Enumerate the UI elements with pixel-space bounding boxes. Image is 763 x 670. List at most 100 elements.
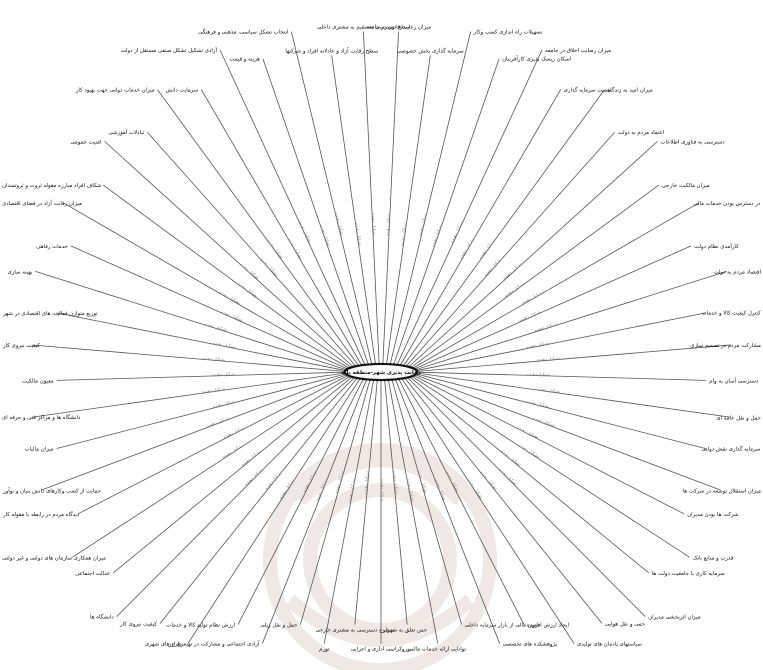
spoke-line xyxy=(237,378,364,625)
node-label[interactable]: کیفیت نیروی کار xyxy=(2,342,40,349)
center-node-shape[interactable] xyxy=(344,363,418,381)
node-label[interactable]: دیدگاه مردم در رابطه با مقوله کار xyxy=(2,511,80,518)
node-label[interactable]: هزینه و قیمت xyxy=(229,57,260,63)
node-label[interactable]: حمی و نقل هوایی xyxy=(605,621,645,627)
spoke-line xyxy=(416,372,731,418)
node-label[interactable]: شکاف افراد مبارزه مقوله ثروت و ثروتمندان xyxy=(2,182,102,189)
relation-label: تشکیل دهنده xyxy=(405,478,416,503)
node-label[interactable]: آزادی تشکیل تشکل صنفی مستقل از دولت xyxy=(121,47,218,54)
relation-label: تشکیل دهنده xyxy=(370,213,377,237)
relation-label: تشکیل دهنده xyxy=(240,448,263,467)
relation-label: تشکیل دهنده xyxy=(204,321,229,333)
node-label[interactable]: دسترسی آسان به وام xyxy=(709,377,759,384)
node-label[interactable]: میزان رقابت آزاد در فضای اقتصادی xyxy=(2,200,82,207)
node-label[interactable]: نرخ ارز xyxy=(168,642,186,648)
node-label[interactable]: سطوح دسترسی به مشتری خارجی xyxy=(315,628,394,634)
node-label[interactable]: میزان خدمات دولتی جهت بهبود کار xyxy=(75,87,155,94)
node-label[interactable]: سرمایه گذاری نقش دولتی xyxy=(701,446,761,453)
spoke-line xyxy=(299,379,371,625)
node-label[interactable]: میزان اثربخشی مدیران xyxy=(648,615,700,621)
spoke-line xyxy=(415,271,727,371)
relation-label: تشکیل دهنده xyxy=(353,222,363,247)
relation-label: تشکیل دهنده xyxy=(363,470,371,495)
node-label[interactable]: شرکت ها بودن مدیران xyxy=(687,511,739,518)
node-label[interactable]: عدالت اجتماعی xyxy=(75,571,110,577)
node-label[interactable]: تسهیلات راه اندازی کسب وکار xyxy=(473,29,543,36)
spoke-line xyxy=(416,344,731,372)
node-label[interactable]: پژوهشکده های تخصصی xyxy=(503,641,558,648)
node-label[interactable]: کنترل کیفیت کالا و خدمات xyxy=(702,310,761,317)
node-label[interactable]: سرمایه گذاری بخش خصوصی xyxy=(397,47,464,54)
relation-label: تشکیل دهنده xyxy=(500,449,523,468)
spoke-line xyxy=(262,58,369,365)
node-label[interactable]: دسترسی به فناوری اطلاعات xyxy=(660,139,725,145)
relation-label: تشکیل دهنده xyxy=(497,467,519,488)
node-label[interactable]: حمایت از کسب وکارهای دانش بنیان و نوآور xyxy=(2,487,101,494)
node-label[interactable]: معیون مالکیت xyxy=(22,377,54,384)
node-label[interactable]: سرمایت دانش xyxy=(166,88,199,94)
spoke-line xyxy=(159,377,358,624)
relation-label: تشکیل دهنده xyxy=(503,281,526,299)
spoke-line xyxy=(415,373,707,450)
relation-label: تشکیل دهنده xyxy=(259,257,280,278)
relation-label: تشکیل دهنده xyxy=(212,371,236,378)
node-label[interactable]: کارآمدی نظام دولت xyxy=(694,243,739,250)
node-label[interactable]: اسکان ریسک پذیری کارآفرینان xyxy=(502,56,571,63)
node-label[interactable]: خدمات رفاهی xyxy=(36,244,68,250)
node-label[interactable]: تورم xyxy=(319,647,330,653)
node-label[interactable]: میزان استقلال توسعه در شرکت ها xyxy=(683,487,761,494)
node-label[interactable]: سطح رقابت آزاد و عادلانه افراد و شرکتها xyxy=(285,47,378,54)
node-label[interactable]: دانشگاه ها و مراکز فنی و حرفه ای xyxy=(2,414,81,421)
relation-label: تشکیل دهنده xyxy=(417,212,429,237)
node-label[interactable]: دانشگاه ها xyxy=(90,614,114,621)
relation-label: تشکیل دهنده xyxy=(478,470,498,492)
relation-label: تشکیل دهنده xyxy=(391,471,399,496)
spoke-line xyxy=(413,375,685,515)
node-label[interactable]: میزان مالیات xyxy=(24,447,53,453)
node-label[interactable]: سیاستهای پادمان های تولیدی xyxy=(577,642,642,648)
node-labels: میزان رعایت قانون در جامعه سرمایه گذاری ب… xyxy=(2,25,761,653)
relation-label: تشکیل دهنده xyxy=(221,442,245,460)
relation-label: تشکیل دهنده xyxy=(218,290,242,307)
node-label[interactable]: بهینه سازی xyxy=(8,269,33,275)
node-label[interactable]: اعتماد مردم به دولت xyxy=(618,130,665,136)
node-label[interactable]: حمل و نقل عامه ای xyxy=(716,415,761,421)
node-label[interactable]: امنیت عمومی xyxy=(70,139,101,145)
relation-label: تشکیل دهنده xyxy=(517,443,541,461)
node-label[interactable]: تامین مالی از بازار سرمایه داخلی xyxy=(465,623,540,629)
node-label[interactable]: در دسترس بودن خدمات مالی xyxy=(693,201,761,207)
relation-label: تشکیل دهنده xyxy=(206,415,231,429)
node-label[interactable]: سطح دسترسی مستقیم به مشتری داخلی xyxy=(317,25,411,31)
node-label[interactable]: کیفیت نیروی کار xyxy=(119,620,157,627)
spoke-line xyxy=(387,379,439,644)
node-label[interactable]: سرمایه کاری با جامعیت دولت ها xyxy=(652,570,725,577)
spoke-line xyxy=(200,89,363,366)
node-label[interactable]: مشارکت مردم در تصمیم سازی xyxy=(690,342,761,349)
spoke-line xyxy=(416,371,707,381)
node-label[interactable]: میزان رضایت اخلاق در جامعه xyxy=(545,48,611,54)
node-label[interactable]: آزادی اجتماعی و مشارکت در تهیه طرح های ش… xyxy=(145,641,260,648)
node-label[interactable]: میزان امید به زندگی xyxy=(607,87,652,94)
node-label[interactable]: قدرت و منابع بانک xyxy=(693,554,734,561)
node-label[interactable]: بوروکراسی اداری و اجرایی xyxy=(351,646,412,653)
relation-label: تشکیل دهنده xyxy=(202,355,226,363)
node-label[interactable]: تبادلات آموزشی xyxy=(109,129,145,136)
node-label[interactable]: میزان همکاری سازمان های دولتی و غیر دولت… xyxy=(2,554,106,561)
node-label[interactable]: حس تعلق به شهر xyxy=(386,628,427,634)
node-label[interactable]: اهمیت سرمایه گذاری xyxy=(564,87,612,94)
center-node[interactable]: رقابت پذیری شهر-منطقه پایه xyxy=(341,363,421,381)
node-label[interactable]: ایجاد ارزش افزوده xyxy=(527,623,569,629)
node-label[interactable]: حمل و نقل ریلی xyxy=(260,623,297,629)
spoke-line xyxy=(56,312,346,371)
node-label[interactable]: توزیع متوازن فعالیت های اقتصادی در شهر xyxy=(2,311,98,317)
node-label[interactable]: انتخاب تشکل سیاسی، مذهبی و فرهنگی xyxy=(198,29,288,36)
node-label[interactable]: میزان رعایت قانون در جامعه xyxy=(366,25,431,31)
node-label[interactable]: ارزش نظام تولید کالا و خدمات xyxy=(166,622,235,629)
node-label[interactable]: اقتصاد مردم به دولت xyxy=(714,269,762,275)
node-label[interactable]: میزان مالکیت خارجی xyxy=(662,182,710,189)
spoke-line xyxy=(104,141,354,368)
node-label[interactable]: توانایی ارائه خدمات مالی xyxy=(410,647,467,653)
spoke-line xyxy=(331,55,376,365)
relation-label: تشکیل دهنده xyxy=(212,340,237,350)
